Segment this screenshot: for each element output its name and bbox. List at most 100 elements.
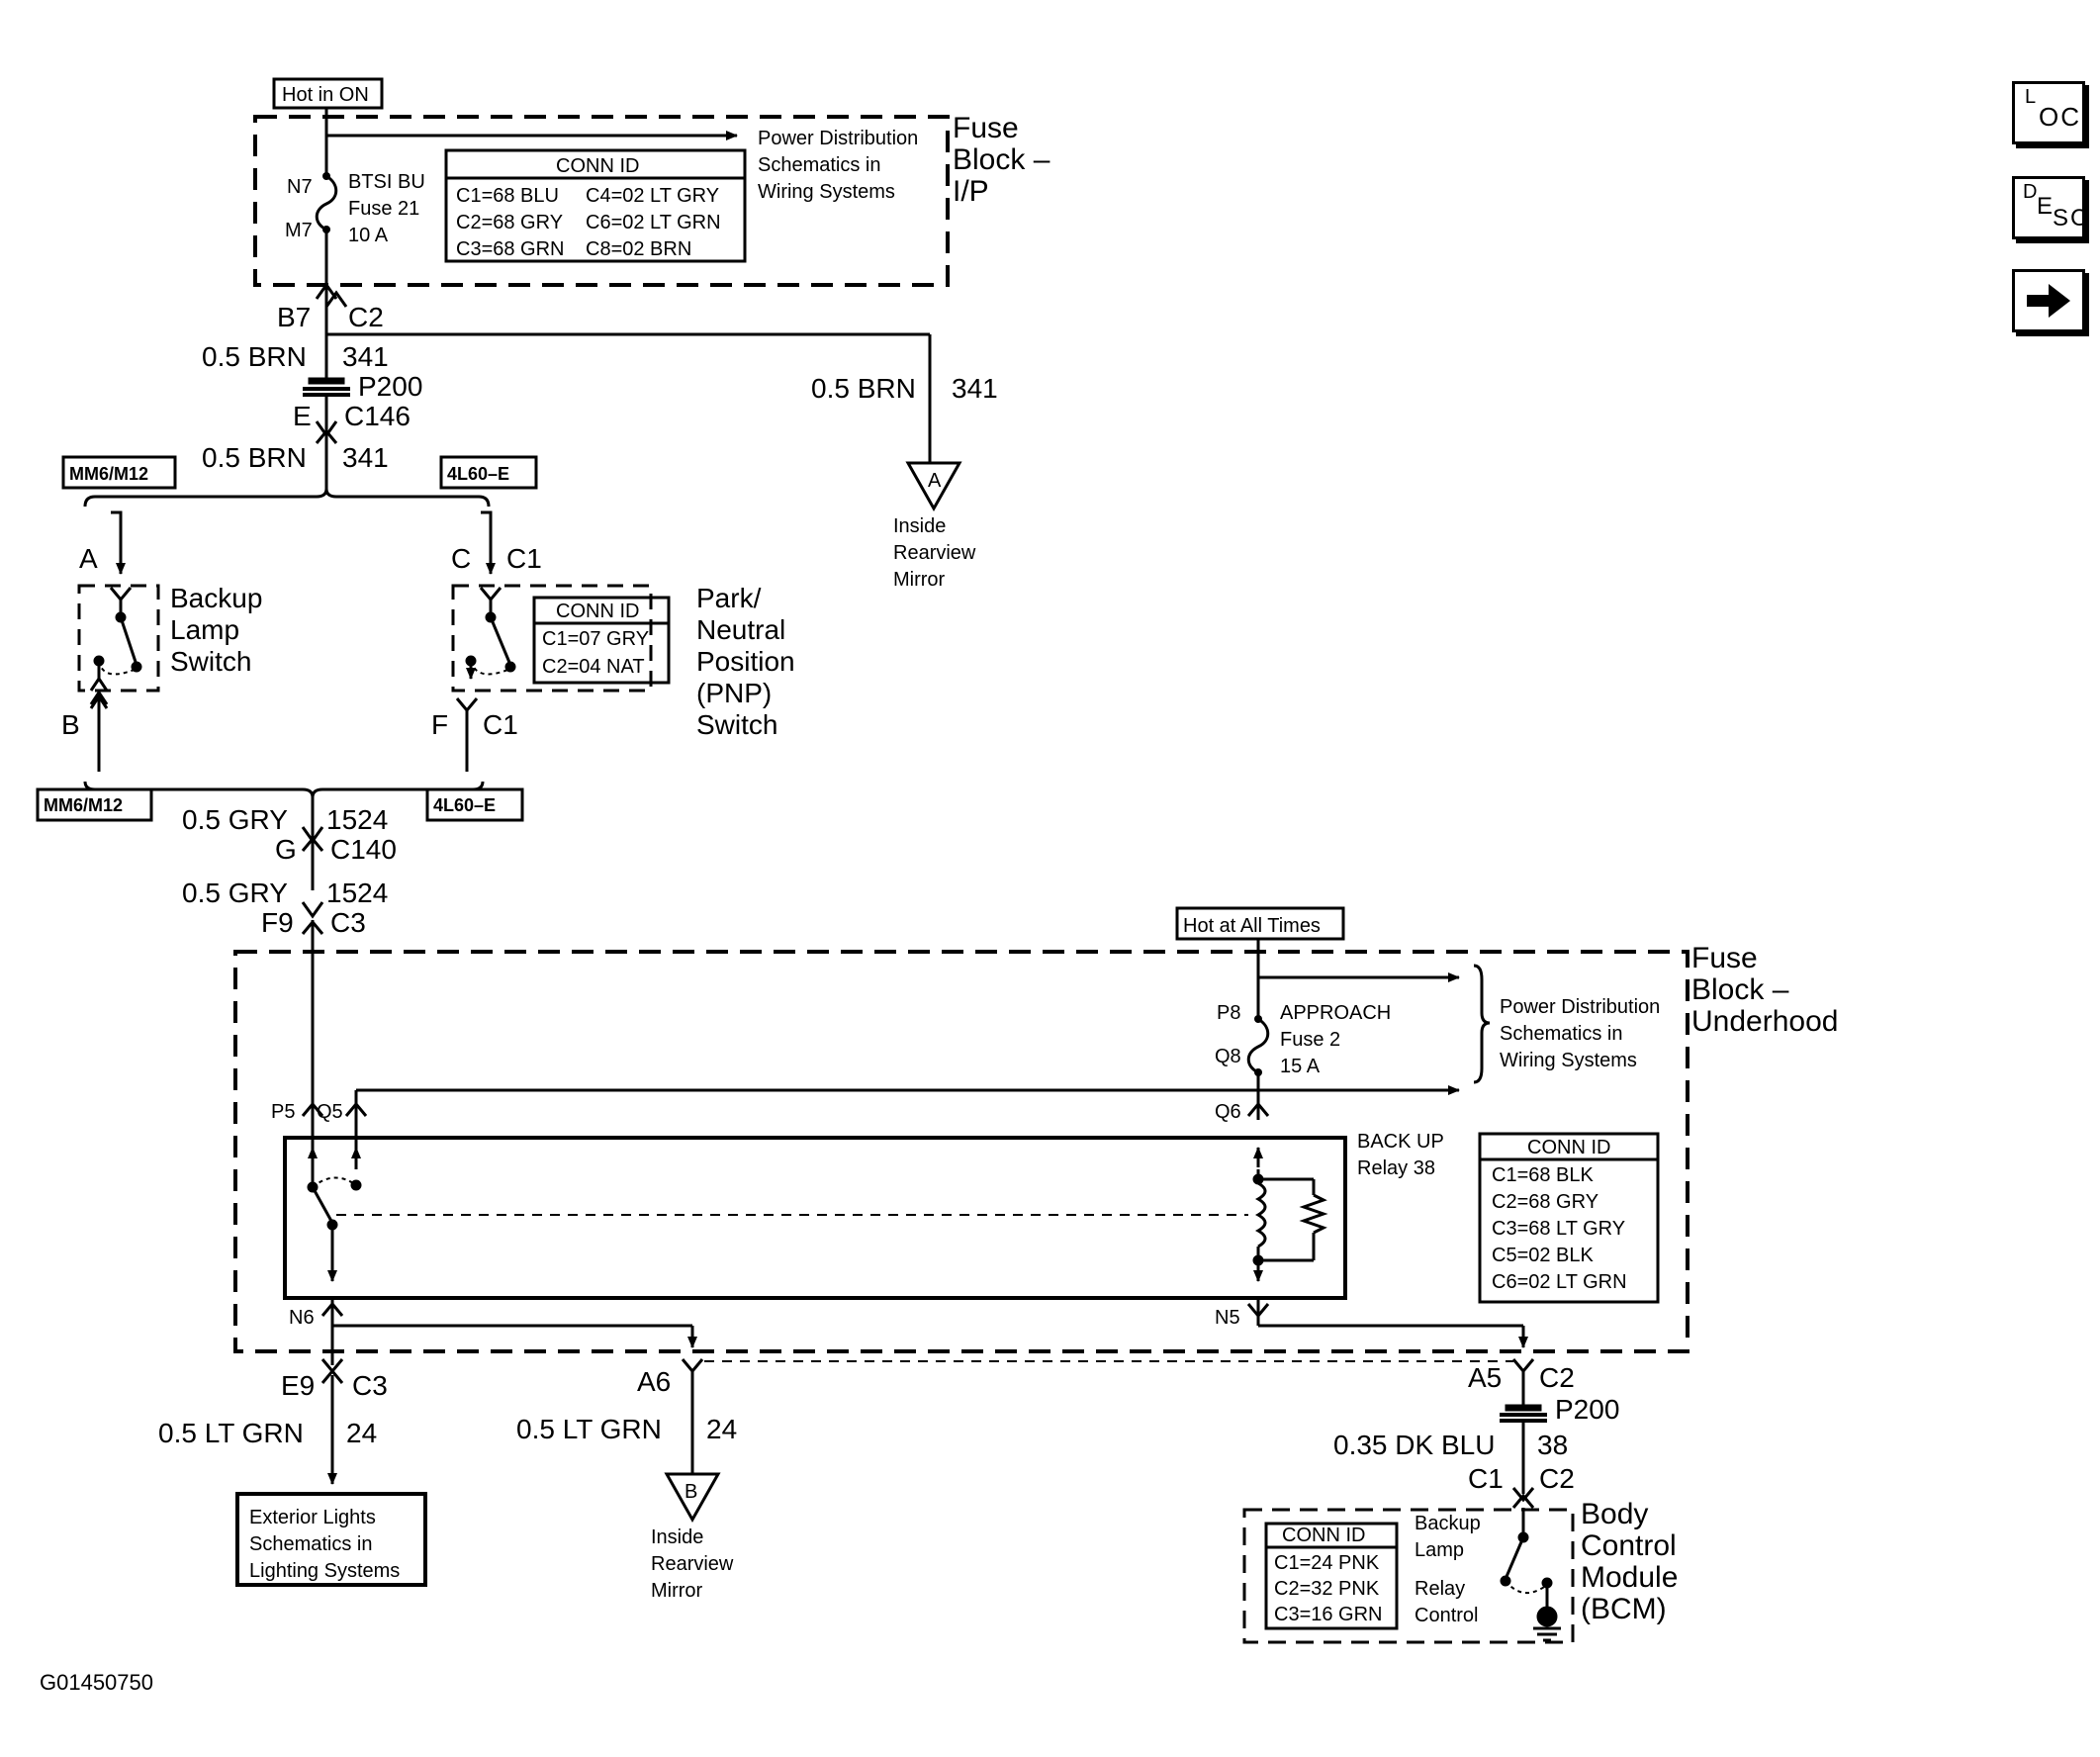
fuse-21-symbol [315,174,338,231]
exterior-lights-box [235,1492,427,1587]
power-dist-uh-1: Power Distribution [1500,996,1660,1018]
pin-p8: P8 [1217,1002,1240,1024]
pnp-name-4: (PNP) [696,678,772,708]
label-b7: B7 [277,302,311,332]
desc-button[interactable]: D E SC [2012,176,2087,239]
hot-at-all-times-box [1175,906,1345,941]
bcm-name-3: Module [1581,1561,1678,1594]
pnp-label-c: C [451,543,471,574]
mirror-a-letter: A [928,470,942,492]
pnp-conn-header: CONN ID [556,601,639,622]
label-c140: C140 [330,834,397,865]
bcm-conn-header: CONN ID [1282,1525,1365,1546]
wire1-color: 0.5 BRN [202,341,307,372]
backup-switch-name-3: Switch [170,646,251,677]
backup-switch-name-1: Backup [170,583,262,613]
pnp-conn-row2: C2=04 NAT [542,656,645,678]
bcm-conn-row1: C1=24 PNK [1274,1552,1380,1574]
image-id: G01450750 [40,1670,153,1695]
mirror-b-connector [664,1472,721,1524]
pnp-label-f: F [431,709,448,740]
ext-wire-color: 0.5 LT GRN [158,1418,304,1448]
mirror-wire-color: 0.5 BRN [811,373,916,404]
opt-4l60-bottom-box [425,787,524,822]
mirror-b-letter: B [685,1481,697,1503]
pnp-name-5: Switch [696,709,777,740]
bcm-relay-label-1: Backup [1415,1513,1481,1534]
bcm-conn-id-table [1264,1522,1399,1630]
ip-conn-id-header: CONN ID [556,155,639,177]
loc-top-letter: L [2025,86,2037,108]
next-button[interactable] [2012,269,2085,332]
ip-conn-row3-a: C3=68 GRN [456,238,565,260]
label-c146: C146 [344,401,411,431]
pnp-label-c1-bottom: C1 [483,709,518,740]
pin-q8: Q8 [1215,1046,1241,1067]
uh-conn-row1: C1=68 BLK [1492,1164,1595,1186]
fuse-block-ip-title-1: Fuse [953,112,1019,144]
relay-coil-symbol [1254,1181,1267,1248]
wire4-circuit: 1524 [326,878,388,908]
hot-at-all-times-label: Hot at All Times [1183,915,1321,937]
uh-conn-row4: C5=02 BLK [1492,1245,1595,1266]
fuse-block-ip-title-2: Block – [953,143,1050,176]
pnp-conn-row1: C1=07 GRY [542,628,649,650]
opt-mm6-top-box [61,455,177,490]
fuse-block-underhood-outline [233,950,1689,1353]
bcm-name-2: Control [1581,1529,1677,1562]
relay-label-2: Relay 38 [1357,1157,1435,1179]
ext-lights-2: Schematics in [249,1533,373,1555]
label-p200-low: P200 [1555,1394,1619,1425]
label-c3-mid: C3 [330,907,366,938]
hot-in-on-label: Hot in ON [282,84,369,106]
opt-4l60-top: 4L60–E [447,464,509,484]
opt-4l60-bottom: 4L60–E [433,795,496,815]
mirror-b-text-1: Inside [651,1526,703,1548]
bcm-conn-row2: C2=32 PNK [1274,1578,1380,1600]
pin-n7: N7 [287,176,313,198]
label-c2-low: C2 [1539,1362,1575,1393]
pin-n6: N6 [289,1307,315,1329]
backup-switch-name-2: Lamp [170,614,239,645]
wire3-color: 0.5 GRY [182,804,288,835]
pin-n5: N5 [1215,1307,1240,1329]
uh-conn-row3: C3=68 LT GRY [1492,1218,1625,1240]
label-c2-top: C2 [348,302,384,332]
pin-q6: Q6 [1215,1101,1241,1123]
desc-bottom-letters: SC [2053,205,2090,231]
label-a5: A5 [1468,1362,1502,1393]
wire2-circuit: 341 [342,442,389,473]
underhood-conn-id-table [1478,1132,1660,1304]
fuse-block-ip-title-3: I/P [953,175,989,208]
pin-m7: M7 [285,220,313,241]
bcm-name-4: (BCM) [1581,1593,1667,1625]
loc-bottom-letters: OC [2039,102,2081,132]
fuse-2-line3: 15 A [1280,1056,1321,1077]
opt-mm6-bottom: MM6/M12 [44,795,123,815]
label-p200-top: P200 [358,371,422,402]
fuse-21-line1: BTSI BU [348,171,425,193]
bcm-outline [1242,1508,1575,1644]
bcm-relay-label-4: Control [1415,1605,1478,1626]
pnp-switch-outline [451,584,653,693]
uh-conn-row2: C2=68 GRY [1492,1191,1598,1213]
pnp-label-c1-top: C1 [506,543,542,574]
underhood-title-1: Fuse [1691,942,1758,974]
pnp-name-2: Neutral [696,614,785,645]
ext-wire-circuit: 24 [346,1418,377,1448]
backup-switch-b: B [61,709,80,740]
mirror-b-wire-color: 0.5 LT GRN [516,1414,662,1444]
power-dist-uh-2: Schematics in [1500,1023,1623,1045]
label-a6: A6 [637,1366,671,1397]
bcm-name-1: Body [1581,1498,1648,1530]
uh-conn-row5: C6=02 LT GRN [1492,1271,1627,1293]
power-dist-ip-2: Schematics in [758,154,881,176]
opt-mm6-top: MM6/M12 [69,464,148,484]
power-dist-uh-3: Wiring Systems [1500,1050,1637,1071]
ip-conn-row1-b: C4=02 LT GRY [586,185,719,207]
ip-conn-row2-a: C2=68 GRY [456,212,563,233]
bcm-conn-row3: C3=16 GRN [1274,1604,1383,1625]
right-arrow-icon [2027,284,2070,318]
loc-button[interactable]: L OC [2012,81,2085,144]
